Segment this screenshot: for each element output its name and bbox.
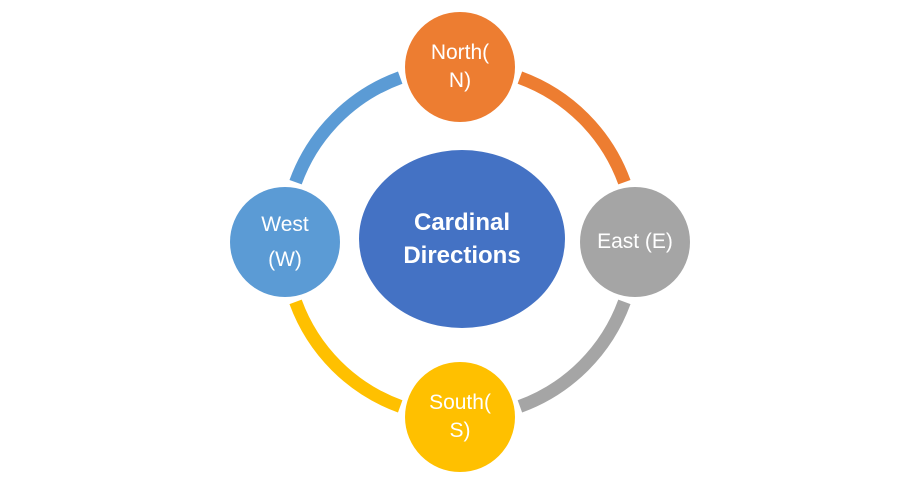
- node-south-label: South( S): [429, 389, 491, 445]
- node-label-line: S): [449, 419, 471, 442]
- node-east-label: East (E): [597, 228, 673, 256]
- node-label-line: East (E): [597, 230, 673, 253]
- center-label-line: Directions: [403, 242, 521, 269]
- arc-north-to-east: [517, 71, 631, 185]
- node-south: South( S): [405, 362, 515, 472]
- node-east: East (E): [580, 187, 690, 297]
- node-west-label: West (W): [261, 207, 308, 277]
- center-label-line: Cardinal: [413, 209, 511, 236]
- node-label-line: South(: [429, 391, 491, 414]
- node-label-line: North(: [430, 41, 490, 64]
- node-label-line: (W): [268, 248, 302, 271]
- node-label-line: N): [448, 69, 472, 92]
- node-label-line: West: [261, 213, 309, 236]
- arc-west-to-north: [289, 71, 403, 185]
- arc-south-to-west: [289, 299, 403, 413]
- node-north-label: North( N): [431, 39, 489, 95]
- node-west: West (W): [230, 187, 340, 297]
- arc-east-to-south: [517, 299, 631, 413]
- center-label: Cardinal Directions: [403, 206, 520, 272]
- center-ellipse: Cardinal Directions: [359, 150, 565, 328]
- node-north: North( N): [405, 12, 515, 122]
